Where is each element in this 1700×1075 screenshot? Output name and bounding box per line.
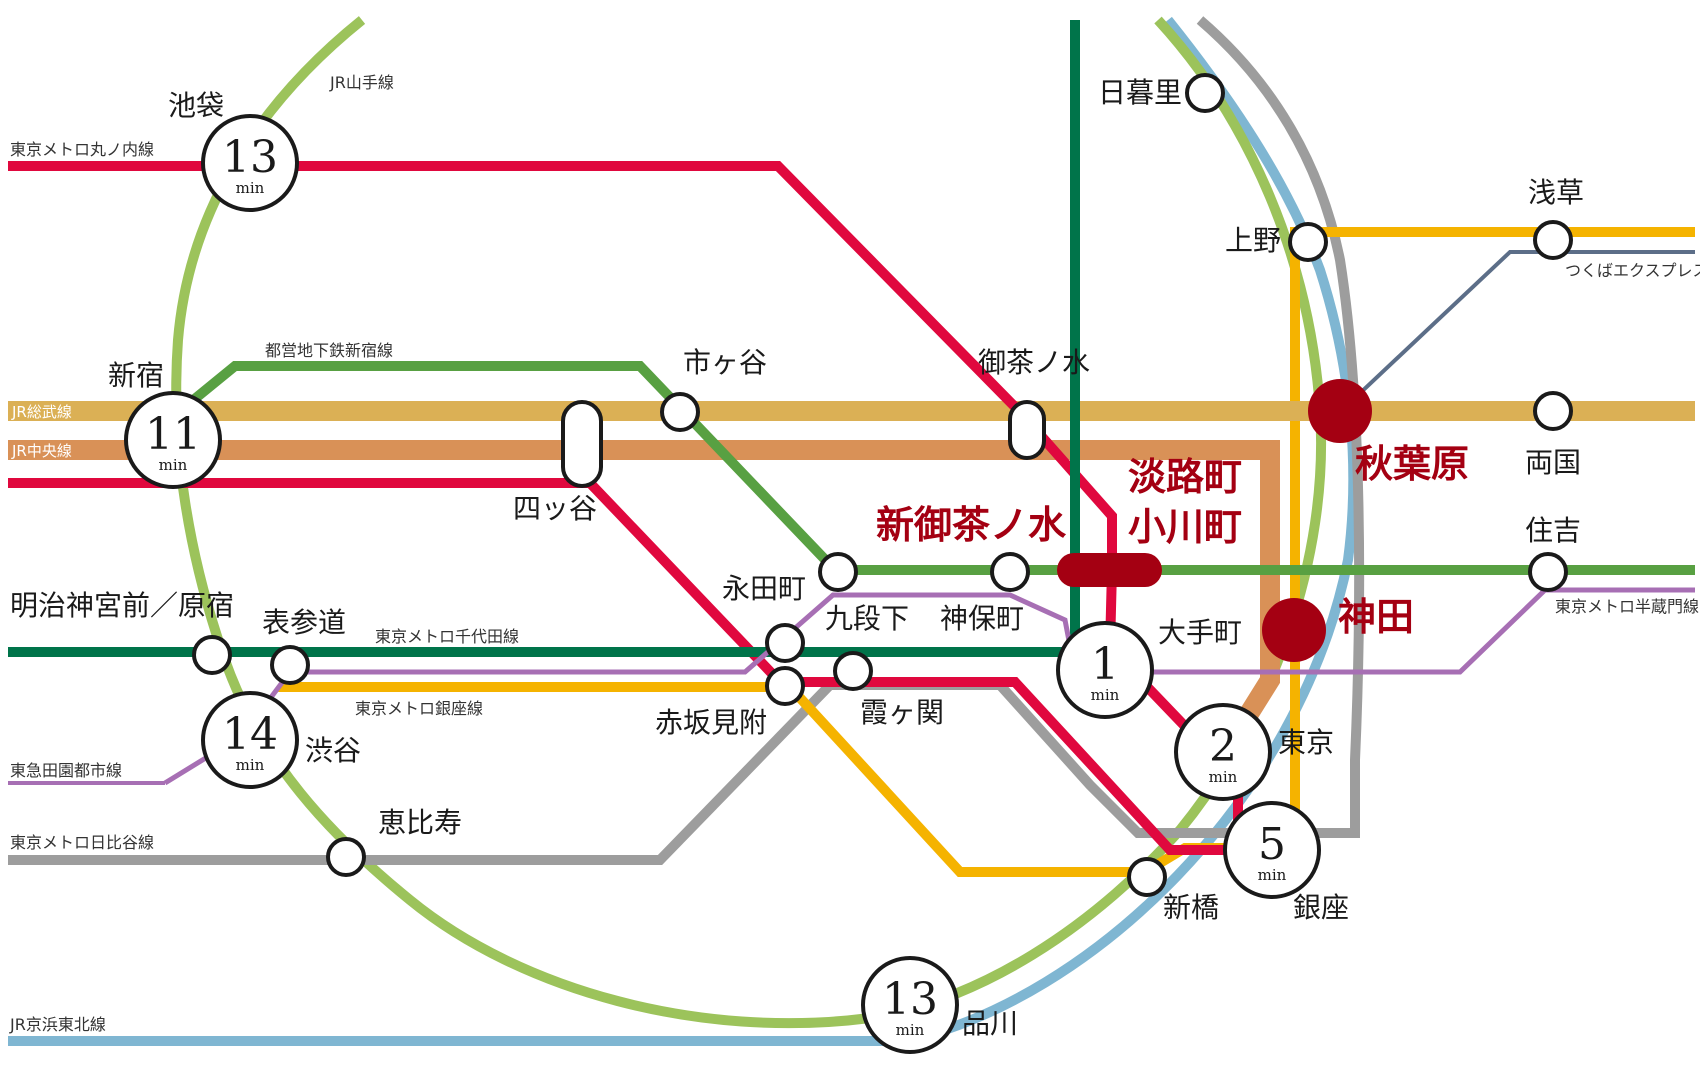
station-akihabara-dot [1308,379,1372,443]
tsukuba-line [1338,250,1695,414]
station-label-akasaka-mitsuke: 赤坂見附 [655,706,767,739]
time-value-shinagawa: 13 [882,974,938,1025]
hibiya-line [8,16,1365,865]
station-meiji-jingumae-dot [192,635,232,675]
time-bubble-shinjuku [124,391,222,489]
station-ochanomizu-pill [1008,400,1046,460]
time-bubble-tokyo [1174,703,1272,801]
keihin-tohoku-line [8,16,1359,1046]
station-label-akihabara: 秋葉原 [1355,441,1469,486]
station-kasumigaseki-dot [833,651,873,691]
station-label-omotesando: 表参道 [262,606,346,639]
station-ebisu-dot [326,837,366,877]
station-label-otemachi: 大手町 [1158,616,1242,649]
time-unit-shinagawa: min [896,1021,925,1039]
station-sumiyoshi-dot [1528,552,1568,592]
line-label-keihin-tohoku: JR京浜東北線 [9,1015,106,1034]
station-yotsuya-pill [561,400,603,488]
station-label-ikebukuro: 池袋 [168,89,224,122]
station-label-shibuya: 渋谷 [305,734,361,767]
time-unit-ginza: min [1258,866,1287,884]
time-unit-otemachi: min [1091,686,1120,704]
time-unit-shibuya: min [236,756,265,774]
station-label-kanda: 神田 [1338,594,1414,639]
line-label-hanzomon: 東京メトロ半蔵門線 [1555,597,1699,616]
line-label-toei-shinjuku: 都営地下鉄新宿線 [265,341,393,360]
time-unit-shinjuku: min [159,456,188,474]
station-label-ichigaya: 市ヶ谷 [683,346,767,379]
station-asakusa-dot [1533,220,1573,260]
station-label-ryogoku: 両国 [1525,446,1581,479]
station-label-ochanomizu: 御茶ノ水 [978,346,1090,379]
station-label-jimbocho: 神保町 [940,602,1024,635]
line-label-chuo: JR中央線 [11,442,72,460]
station-label-kudanshita: 九段下 [825,602,909,635]
station-label-nagatacho: 永田町 [722,572,806,605]
station-label-shimbashi: 新橋 [1163,891,1219,924]
line-label-hibiya: 東京メトロ日比谷線 [10,833,154,852]
station-ichigaya-dot [660,392,700,432]
time-value-ginza: 5 [1258,819,1286,870]
station-label-nippori: 日暮里 [1098,76,1182,109]
time-bubble-ginza [1223,801,1321,899]
time-unit-ikebukuro: min [236,179,265,197]
time-unit-tokyo: min [1209,768,1238,786]
time-bubble-otemachi [1056,621,1154,719]
station-akasaka-mitsuke-dot [765,666,805,706]
station-label-awajicho: 淡路町 [1128,454,1242,499]
station-label-shinagawa: 品川 [962,1007,1018,1040]
time-bubble-shinagawa [861,956,959,1054]
line-label-denentoshi: 東急田園都市線 [10,761,122,780]
time-value-ikebukuro: 13 [222,132,278,183]
station-kanda-dot [1262,598,1326,662]
time-value-otemachi: 1 [1091,639,1119,690]
line-label-yamanote: JR山手線 [329,73,394,92]
awajicho-connector [1057,553,1162,587]
station-label-meiji-jingumae: 明治神宮前／原宿 [10,589,234,622]
line-label-marunouchi: 東京メトロ丸ノ内線 [10,140,154,159]
station-ryogoku-dot [1533,391,1573,431]
station-nippori-dot [1185,73,1225,113]
station-label-yotsuya: 四ッ谷 [513,492,597,525]
station-ueno-dot [1288,222,1328,262]
station-jimbocho-dot [990,552,1030,592]
line-label-tsukuba: つくばエクスプレス [1565,261,1700,280]
station-label-ebisu: 恵比寿 [378,806,462,839]
station-shimbashi-dot [1127,857,1167,897]
time-value-shibuya: 14 [222,709,278,760]
time-value-shinjuku: 11 [145,409,201,460]
line-label-chiyoda: 東京メトロ千代田線 [375,627,519,646]
station-label-shin-ochanomizu: 新御茶ノ水 [876,502,1067,547]
station-label-sumiyoshi: 住吉 [1525,514,1581,547]
station-label-shinjuku: 新宿 [108,359,164,392]
line-label-sobu: JR総武線 [11,403,72,421]
station-label-kasumigaseki: 霞ヶ関 [860,696,944,729]
station-nagatacho-dot [818,552,858,592]
time-bubble-shibuya [201,691,299,789]
time-bubble-ikebukuro [201,114,299,212]
ginza-line [278,227,1695,877]
station-label-ginza: 銀座 [1293,891,1349,924]
station-label-ueno: 上野 [1225,224,1281,257]
station-kudanshita-dot [765,623,805,663]
line-label-ginza: 東京メトロ銀座線 [355,699,483,718]
time-value-tokyo: 2 [1209,721,1237,772]
station-label-ogawamachi: 小川町 [1128,504,1242,549]
station-label-tokyo: 東京 [1278,726,1334,759]
station-omotesando-dot [270,645,310,685]
station-label-asakusa: 浅草 [1528,176,1584,209]
